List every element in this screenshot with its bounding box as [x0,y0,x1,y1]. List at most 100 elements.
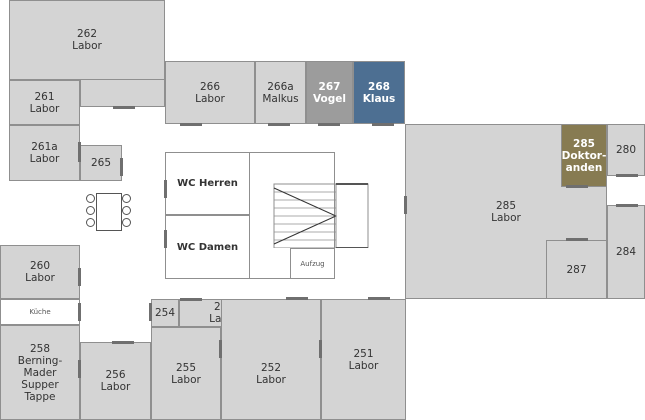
door [219,340,222,358]
door [113,106,135,109]
door [180,123,202,126]
room-261a[interactable]: 261a Labor [9,125,80,181]
room-280[interactable]: 280 [607,124,645,176]
room-265[interactable]: 265 [80,145,122,181]
room-255[interactable]: 255 Labor [151,327,221,420]
room-label: Küche [29,308,51,316]
door [319,340,322,358]
room-label: Malkus [262,92,299,105]
chair [86,194,95,203]
door [164,180,167,198]
door [78,268,81,286]
room-number: 260 [29,260,51,272]
room-262[interactable]: 262 Labor [9,0,165,80]
door [268,123,290,126]
door [372,123,394,126]
room-label-line1: Doktor- [561,149,607,162]
wc-women[interactable]: WC Damen [165,215,250,279]
room-number: 266 [199,80,221,93]
door [149,303,152,321]
room-label-line2: anden [565,161,603,174]
room-label: Labor [29,102,60,115]
room-287[interactable]: 287 [546,240,607,299]
door [78,303,81,321]
room-252[interactable]: 252 Labor [221,299,321,420]
room-number: 262 [76,28,98,40]
chair [122,218,131,227]
meeting-table [96,193,122,231]
room-number: 285 [495,199,517,212]
room-label: Aufzug [300,259,325,268]
room-267[interactable]: 267 Vogel [306,61,353,124]
chair [86,206,95,215]
room-268[interactable]: 268 Klaus [353,61,405,124]
room-label: Labor [171,373,201,386]
room-label: Labor [100,381,131,393]
room-262-extension [80,80,165,107]
room-number: 267 [318,80,341,93]
room-number: 256 [105,369,126,381]
room-number: 266a [267,80,294,93]
room-number: 258 [29,342,51,355]
room-number: 261 [34,90,55,103]
room-256[interactable]: 256 Labor [80,342,151,420]
room-266[interactable]: 266 Labor [165,61,255,124]
room-285-doktoranden[interactable]: 285 Doktor- anden [561,124,607,187]
room-label: Labor [348,359,379,372]
room-266a[interactable]: 266a Malkus [255,61,306,124]
room-number: 268 [368,80,390,93]
room-number: 285 [573,137,595,150]
door [616,174,638,177]
occupant-line3: Supper [21,378,59,391]
room-label: Labor [491,211,521,224]
room-258[interactable]: 258 Berning- Mader Supper Tappe [0,325,80,420]
door [78,360,81,378]
door [404,196,407,214]
door [120,158,123,176]
occupant-line1: Berning- [17,354,63,367]
chair [122,206,131,215]
room-label: Klaus [362,92,396,105]
room-label: Labor [256,373,286,386]
room-label: Labor [72,40,102,52]
room-label: Labor [195,92,225,105]
door [318,123,340,126]
room-number: 255 [175,361,197,374]
room-number: 254 [154,307,176,319]
room-260[interactable]: 260 Labor [0,245,80,299]
room-label: Vogel [312,92,346,105]
room-number: 280 [615,144,637,156]
room-label: WC Herren [177,178,238,189]
occupant-line2: Mader [23,366,57,379]
door [368,297,390,300]
room-number: 284 [615,246,637,258]
room-number: 261a [31,141,58,153]
room-261[interactable]: 261 Labor [9,80,80,125]
room-284[interactable]: 284 [607,205,645,299]
occupant-line4: Tappe [24,390,56,403]
room-label: Labor [29,153,60,165]
room-number: 287 [566,263,587,276]
room-label: Labor [25,272,55,284]
door [164,230,167,248]
door [78,142,81,162]
door [180,298,202,301]
chair [122,194,131,203]
kitchen[interactable]: Küche [0,299,80,325]
room-number: 265 [90,157,112,169]
room-254[interactable]: 254 [151,299,179,327]
room-label: WC Damen [176,241,239,253]
staircase [273,183,369,248]
door [616,204,638,207]
room-number: 252 [260,361,282,374]
wc-men[interactable]: WC Herren [165,152,250,215]
door [566,238,588,241]
elevator[interactable]: Aufzug [290,248,335,279]
chair [86,218,95,227]
room-number: 251 [353,347,374,360]
door [286,297,308,300]
door [112,341,134,344]
door [566,185,588,188]
room-251[interactable]: 251 Labor [321,299,406,420]
